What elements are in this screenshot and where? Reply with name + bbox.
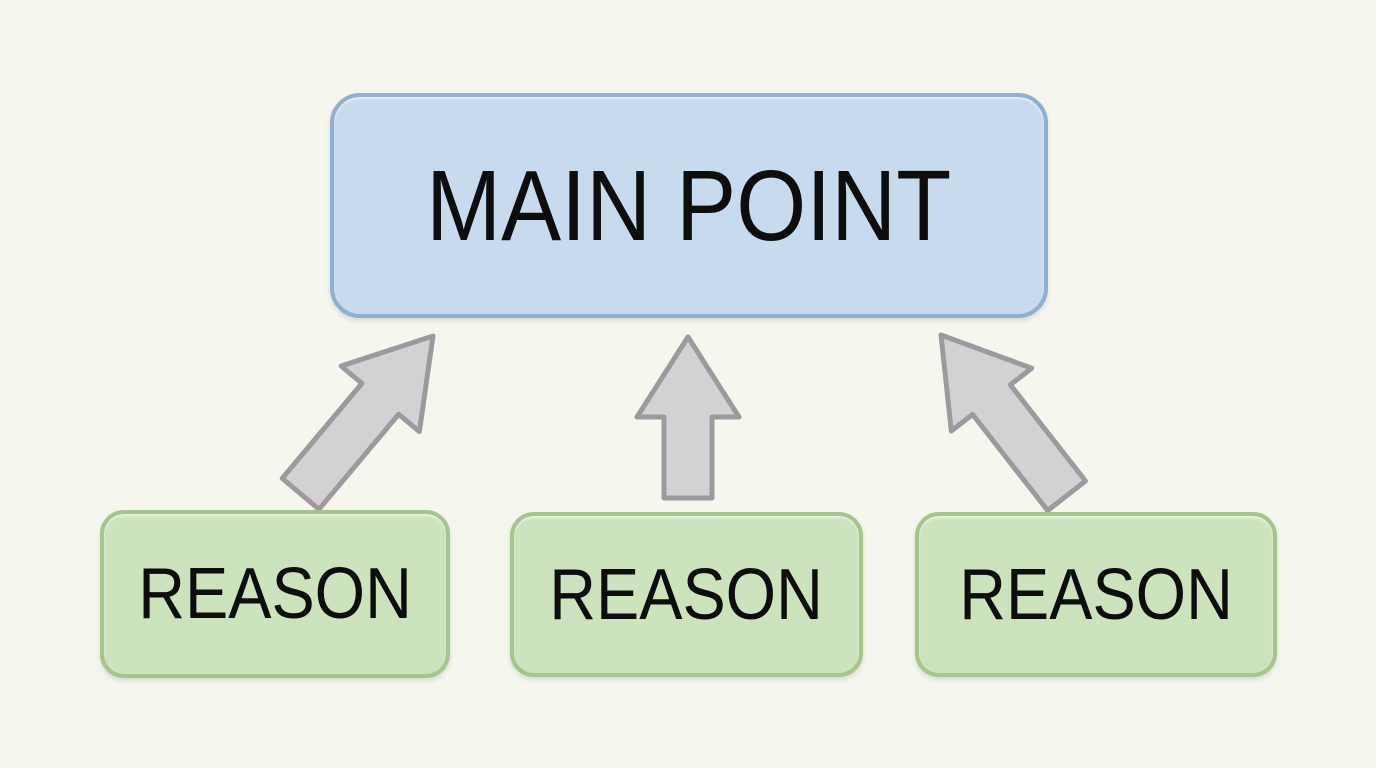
reason-node-3: REASON [915,512,1277,677]
arrow-up-icon [634,334,742,501]
main-point-node: MAIN POINT [330,93,1048,318]
main-point-label: MAIN POINT [426,149,952,262]
reason-node-1: REASON [100,510,450,678]
reason-node-2: REASON [510,512,863,677]
reason-label-1: REASON [138,554,412,634]
arrow-up-left-icon [938,332,1089,514]
reason-label-2: REASON [549,554,824,635]
arrow-up-right-icon [279,333,436,512]
reason-label-3: REASON [959,554,1233,635]
